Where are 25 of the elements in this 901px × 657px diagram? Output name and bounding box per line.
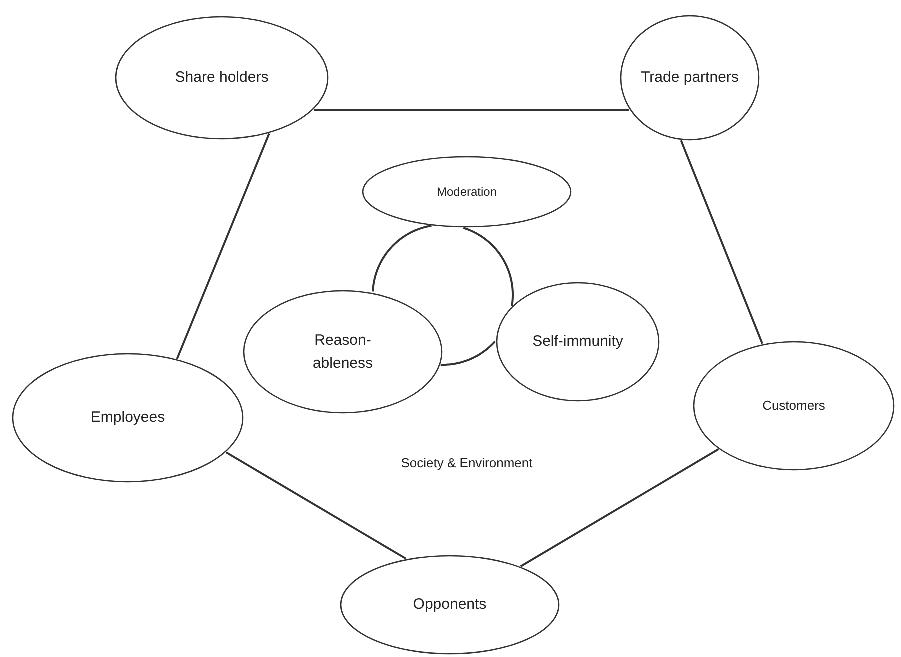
connector-arc [372,224,432,292]
ellipse-node [496,282,660,402]
ellipse-node [115,16,329,140]
ellipse-node [620,15,760,141]
connector-arc [463,227,514,306]
ellipse-node [243,290,443,414]
connector-arc [440,340,496,366]
node-label: Trade partners [641,68,739,88]
connector-line [176,133,270,360]
node-label: Moderation [436,184,498,201]
ellipse-node [693,341,895,471]
ellipse-node [362,156,572,228]
connector-line [680,140,764,344]
connector-line [314,109,630,111]
node-label: Self-immunity [532,332,624,352]
node-label: Employees [90,408,166,428]
region-label: Society & Environment [401,456,533,470]
connector-line [226,452,407,560]
connector-line [520,448,720,568]
ellipse-node [340,555,560,655]
node-label: Opponents [413,595,487,616]
node-label: Customers [762,396,826,415]
node-label: Share holders [175,68,269,88]
node-label: Reason-ableness [312,330,374,374]
ellipse-node [12,353,244,483]
